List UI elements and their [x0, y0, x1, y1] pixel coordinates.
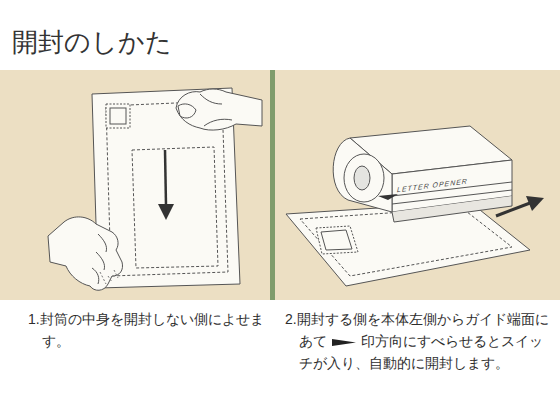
caption: 1.封筒の中身を開封しない側によせます。 [28, 308, 270, 352]
title: 開封のしかた [12, 26, 172, 58]
direction-arrow [496, 196, 544, 216]
direction-mark [332, 338, 356, 347]
step-text: 印方向にすべらせるとスイッチが入り、自動的に開封します。 [299, 333, 543, 371]
title-text: 開封のしかた [12, 27, 172, 57]
caption: 2.開封する側を本体左側からガイド端面にあて印方向にすべらせるとスイッチが入り、… [285, 308, 555, 374]
divider [270, 70, 275, 300]
panel-ground [0, 70, 560, 300]
hand [48, 217, 123, 290]
hand [176, 89, 262, 130]
letter-opener [333, 126, 512, 222]
step-text: 1.封筒の中身を開封しない側によせます。 [28, 311, 264, 349]
